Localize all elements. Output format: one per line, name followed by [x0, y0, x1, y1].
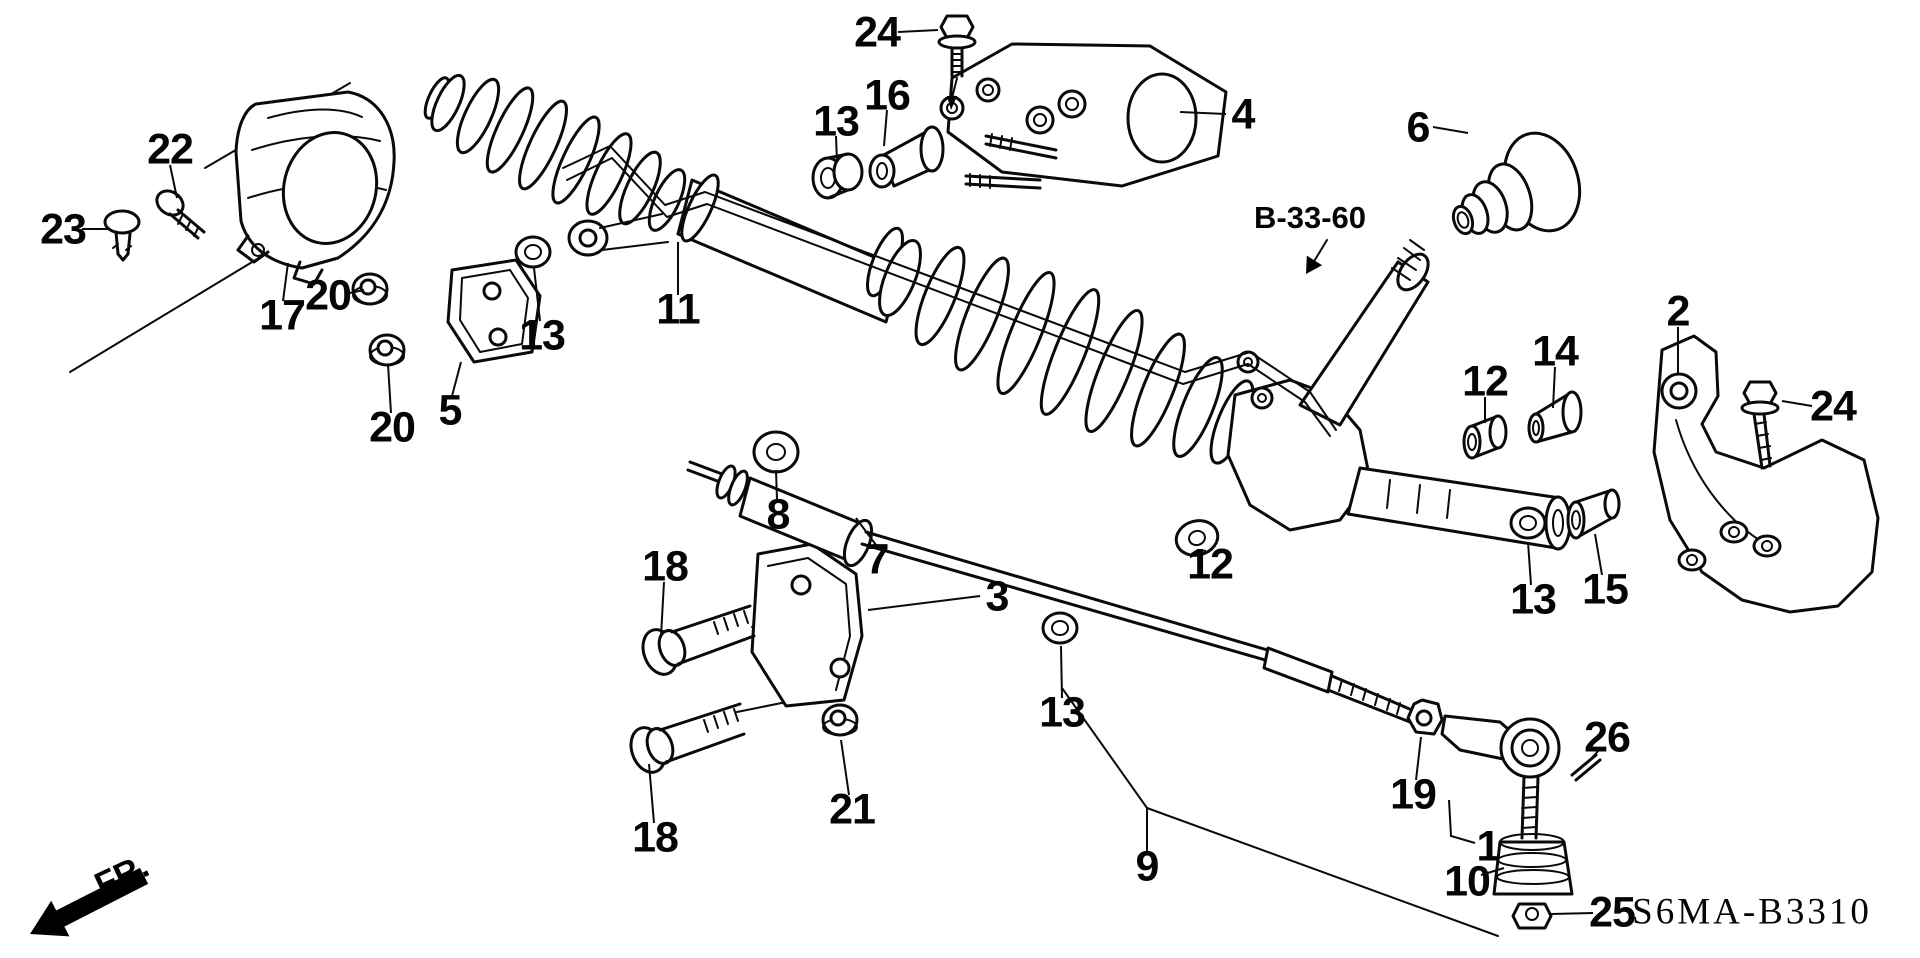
leader-line: [855, 517, 877, 546]
pipe-bushings: [811, 125, 945, 200]
clip-and-screw: [103, 189, 206, 262]
leader-line: [835, 135, 838, 163]
front-direction-arrow-icon: [30, 867, 149, 937]
pipe-bracket: [939, 42, 1228, 190]
leader-line: [660, 581, 665, 637]
leader-line: [840, 739, 850, 796]
leader-line: [1060, 645, 1063, 699]
leader-line: [387, 363, 392, 414]
gearbox-cover: [234, 90, 396, 286]
flange-bolts: [629, 604, 859, 774]
leader-line: [1432, 126, 1469, 134]
bracket-3: [750, 542, 864, 708]
leader-line: [883, 109, 888, 147]
washers-cushions: [514, 235, 1547, 645]
mount-bracket-2: [1652, 334, 1880, 614]
reference-arrow-icon: [1306, 239, 1328, 274]
tie-rod-end: [1406, 698, 1574, 930]
leader-line: [451, 361, 462, 397]
leader-line: [1448, 799, 1476, 844]
leader-line: [1781, 400, 1813, 407]
leader-line: [867, 595, 981, 611]
reference-code-label: B-33-60: [1254, 200, 1366, 235]
leader-line: [344, 289, 365, 295]
leader-line: [1550, 912, 1594, 915]
leader-line: [282, 262, 289, 302]
leader-line: [1587, 748, 1601, 763]
mount-bolt-top: [937, 14, 977, 110]
stiffener-plate: [446, 258, 542, 364]
leader-line: [1415, 736, 1422, 781]
leader-line: [897, 29, 939, 33]
leader-line: [533, 267, 541, 322]
leader-line: [1527, 541, 1532, 586]
leader-line: [1480, 867, 1505, 876]
rack-assembly: [423, 73, 1572, 551]
leader-line: [169, 164, 178, 199]
diagram-code-label: S6MA-B3310: [1632, 891, 1872, 933]
leader-line: [1061, 687, 1148, 851]
leader-line: [775, 469, 778, 501]
leader-line: [1594, 533, 1603, 576]
tie-rod: [686, 460, 1414, 724]
leader-line: [1552, 366, 1556, 409]
leader-line: [1179, 111, 1227, 115]
leader-lines: [82, 29, 1813, 915]
joint-boot: [1451, 131, 1582, 236]
right-bushings: [1462, 390, 1621, 782]
leader-line: [648, 763, 655, 824]
grommet-nuts: [351, 272, 406, 367]
leader-line: [1198, 549, 1207, 552]
